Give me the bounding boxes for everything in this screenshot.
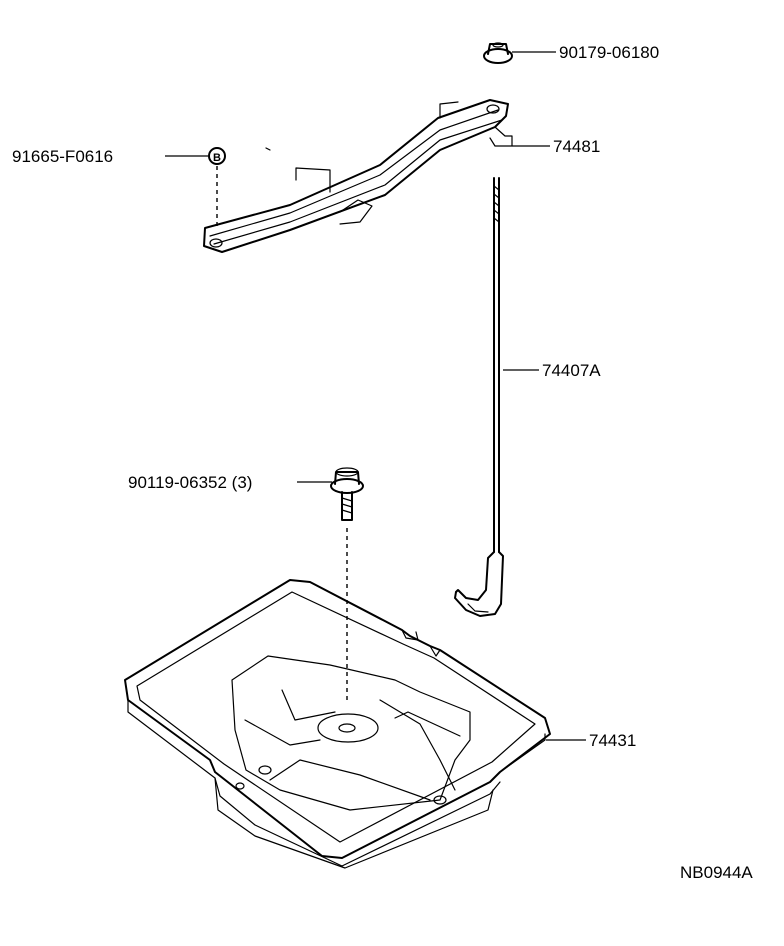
flange-bolt[interactable] xyxy=(330,467,364,521)
hold-down-rod[interactable] xyxy=(454,177,504,617)
label-rod: 74407A xyxy=(542,361,601,380)
drawing-number: NB0944A xyxy=(680,863,753,882)
battery-tray[interactable] xyxy=(124,579,551,869)
mark-dot xyxy=(265,147,271,151)
label-clip: 91665-F0616 xyxy=(12,147,113,166)
label-holder: 74481 xyxy=(553,137,600,156)
battery-holder[interactable] xyxy=(203,99,513,253)
label-bolt: 90119-06352 (3) xyxy=(128,473,252,492)
flange-nut[interactable] xyxy=(483,42,513,64)
label-nut: 90179-06180 xyxy=(559,43,659,62)
label-tray: 74431 xyxy=(589,731,636,750)
clip-marker-letter: B xyxy=(213,152,221,164)
clip-marker[interactable]: B xyxy=(208,147,226,165)
